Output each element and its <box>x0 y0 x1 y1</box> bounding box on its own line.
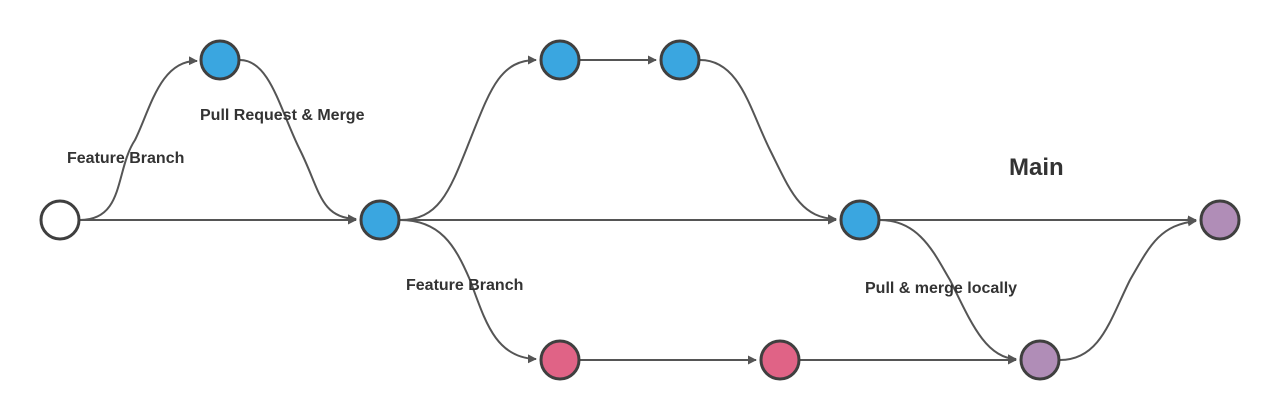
labels: Feature Branch Pull Request & Merge Main… <box>67 107 1064 297</box>
commit-node-main-merge-1 <box>359 199 401 241</box>
commit-node-main-merge-2 <box>839 199 881 241</box>
edge-main-merge-2-to-local-merge <box>879 219 1017 364</box>
edge-top-branch-2-to-main-merge-2 <box>699 59 837 224</box>
edge-top-left-to-main-merge-1 <box>239 59 357 224</box>
commit-node-feature-1 <box>539 339 581 381</box>
feature-branch-label-bottom: Feature Branch <box>406 277 523 294</box>
edge-start-to-top-left <box>79 56 198 221</box>
commit-node-feature-2 <box>759 339 801 381</box>
feature-branch-label-top: Feature Branch <box>67 150 184 167</box>
pull-merge-locally-label: Pull & merge locally <box>865 280 1017 297</box>
commit-node-start <box>39 199 81 241</box>
commit-node-top-branch-1 <box>539 39 581 81</box>
edge-main-merge-1-to-feature-1 <box>399 219 537 364</box>
pull-request-merge-label: Pull Request & Merge <box>200 107 365 124</box>
edge-local-merge-to-final <box>1059 217 1197 361</box>
edge-main-merge-1-to-top-branch-1 <box>399 55 537 221</box>
edges <box>79 55 1197 365</box>
main-branch-label: Main <box>1009 154 1064 181</box>
commit-node-top-branch-2 <box>659 39 701 81</box>
commit-node-local-merge <box>1019 339 1061 381</box>
nodes <box>39 39 1241 381</box>
commit-node-final <box>1199 199 1241 241</box>
commit-node-top-left <box>199 39 241 81</box>
